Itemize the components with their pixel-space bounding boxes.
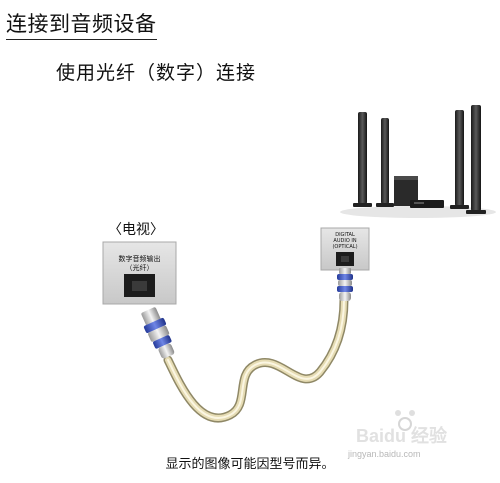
- receiver-optical-port-panel: [320, 227, 370, 271]
- watermark-site: jingyan.baidu.com: [348, 449, 421, 459]
- baidu-watermark: Baidu 经验: [356, 410, 448, 446]
- tv-cable-connector: [141, 307, 175, 359]
- receiver-unit: [410, 200, 444, 208]
- speaker-left-front: [376, 118, 394, 207]
- receiver-port-label-line1: DIGITAL: [335, 232, 355, 238]
- receiver-port-label-line2: AUDIO IN: [333, 238, 356, 244]
- tv-port-label-line2: （光纤）: [126, 263, 154, 272]
- caption: 显示的图像可能因型号而异。: [165, 457, 335, 472]
- tv-port-label-line1: 数字音频输出: [119, 254, 161, 263]
- page-subtitle: 使用光纤（数字）连接: [56, 62, 257, 84]
- watermark-brand: Baidu 经验: [356, 425, 448, 446]
- tv-optical-port-panel: [102, 241, 177, 305]
- speaker-left-rear: [353, 112, 372, 207]
- speaker-right-rear: [466, 105, 486, 214]
- home-theater-system: [340, 105, 496, 218]
- speaker-right-front: [450, 110, 469, 209]
- tv-label: 〈电视〉: [108, 222, 164, 238]
- optical-cable: [163, 295, 349, 423]
- receiver-port-label-line3: (OPTICAL): [332, 244, 357, 250]
- page-title: 连接到音频设备: [6, 8, 157, 40]
- receiver-cable-connector: [337, 268, 353, 301]
